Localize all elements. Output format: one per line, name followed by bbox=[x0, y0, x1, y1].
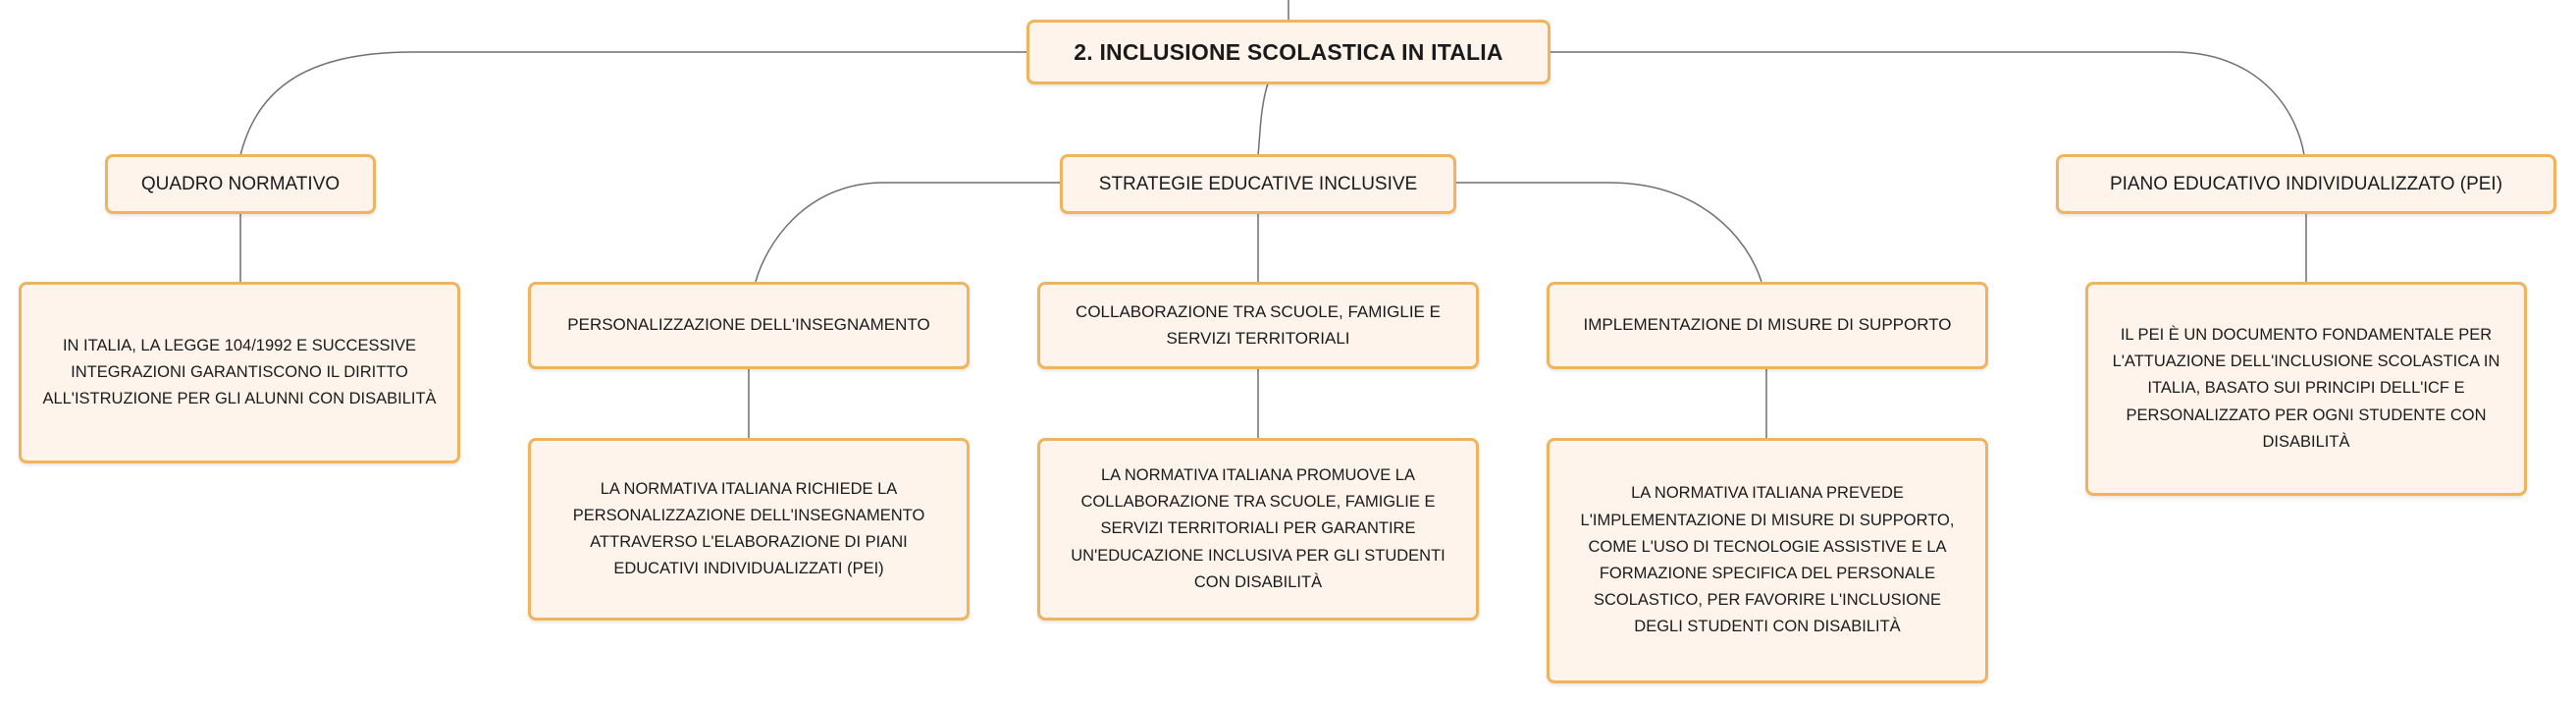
root-topic-label: 2. INCLUSIONE SCOLASTICA IN ITALIA bbox=[1074, 38, 1503, 65]
topic-quadro-normativo[interactable]: QUADRO NORMATIVO bbox=[105, 154, 376, 214]
topic-quadro-normativo-label: QUADRO NORMATIVO bbox=[140, 173, 341, 194]
detail-pei[interactable]: IL PEI È UN DOCUMENTO FONDAMENTALE PER L… bbox=[2085, 282, 2527, 496]
detail-misure-supporto[interactable]: LA NORMATIVA ITALIANA PREVEDE L'IMPLEMEN… bbox=[1547, 438, 1988, 683]
detail-quadro-normativo-text: IN ITALIA, LA LEGGE 104/1992 E SUCCESSIV… bbox=[42, 336, 437, 408]
subtopic-personalizzazione-label: PERSONALIZZAZIONE DELL'INSEGNAMENTO bbox=[567, 315, 930, 335]
subtopic-misure-supporto-label: IMPLEMENTAZIONE DI MISURE DI SUPPORTO bbox=[1583, 315, 1952, 335]
detail-pei-text: IL PEI È UN DOCUMENTO FONDAMENTALE PER L… bbox=[2112, 325, 2500, 451]
topic-pei[interactable]: PIANO EDUCATIVO INDIVIDUALIZZATO (PEI) bbox=[2056, 154, 2556, 214]
subtopic-collaborazione-label: COLLABORAZIONE TRA SCUOLE, FAMIGLIE E SE… bbox=[1076, 302, 1441, 348]
subtopic-personalizzazione[interactable]: PERSONALIZZAZIONE DELL'INSEGNAMENTO bbox=[528, 282, 970, 369]
topic-strategie-educative-label: STRATEGIE EDUCATIVE INCLUSIVE bbox=[1098, 173, 1418, 194]
detail-collaborazione-text: LA NORMATIVA ITALIANA PROMUOVE LA COLLAB… bbox=[1071, 465, 1446, 591]
subtopic-collaborazione[interactable]: COLLABORAZIONE TRA SCUOLE, FAMIGLIE E SE… bbox=[1037, 282, 1479, 369]
detail-collaborazione[interactable]: LA NORMATIVA ITALIANA PROMUOVE LA COLLAB… bbox=[1037, 438, 1479, 621]
root-topic[interactable]: 2. INCLUSIONE SCOLASTICA IN ITALIA bbox=[1026, 20, 1551, 84]
subtopic-misure-supporto[interactable]: IMPLEMENTAZIONE DI MISURE DI SUPPORTO bbox=[1547, 282, 1988, 369]
detail-personalizzazione[interactable]: LA NORMATIVA ITALIANA RICHIEDE LA PERSON… bbox=[528, 438, 970, 621]
topic-pei-label: PIANO EDUCATIVO INDIVIDUALIZZATO (PEI) bbox=[2109, 173, 2503, 194]
detail-personalizzazione-text: LA NORMATIVA ITALIANA RICHIEDE LA PERSON… bbox=[572, 479, 925, 578]
detail-quadro-normativo[interactable]: IN ITALIA, LA LEGGE 104/1992 E SUCCESSIV… bbox=[19, 282, 460, 463]
detail-misure-supporto-text: LA NORMATIVA ITALIANA PREVEDE L'IMPLEMEN… bbox=[1580, 484, 1955, 636]
topic-strategie-educative[interactable]: STRATEGIE EDUCATIVE INCLUSIVE bbox=[1060, 154, 1456, 214]
